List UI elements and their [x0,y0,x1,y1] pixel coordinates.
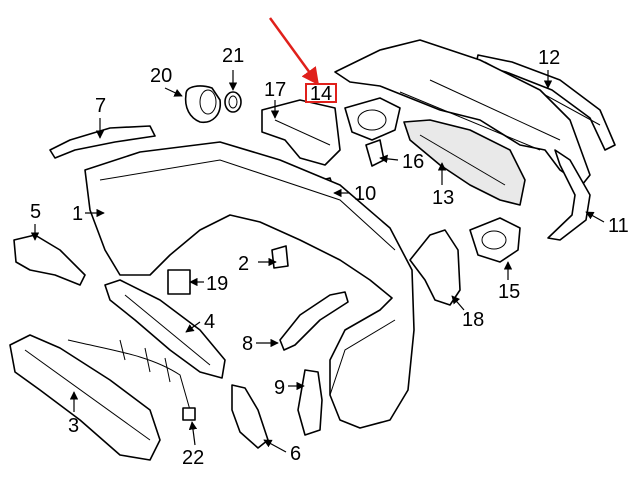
callout-12: 12 [538,47,560,69]
callout-15: 15 [498,281,520,303]
part-18-bracket [409,229,461,306]
part-9-bracket [297,369,323,436]
part-upper-cover [334,39,591,186]
part-3-impact-bar [9,334,161,461]
callout-14: 14 [310,83,332,105]
highlight-box [305,83,337,103]
part-11-bracket [547,149,591,241]
callout-11: 11 [608,215,629,237]
callout-8: 8 [242,333,253,355]
callout-19: 19 [206,273,228,295]
callout-21: 21 [222,45,244,67]
callout-4: 4 [204,311,215,333]
part-15-exhaust-trim [469,217,521,263]
part-19-block [167,269,191,295]
callout-3: 3 [68,415,79,437]
callout-7: 7 [95,95,106,117]
callout-20: 20 [150,65,172,87]
callout-18: 18 [462,309,484,331]
part-6-bracket [231,384,269,449]
part-7-bracket [49,125,156,159]
part-8-bracket [279,291,349,351]
highlight-arrow [268,17,320,86]
callout-17: 17 [264,79,286,101]
part-4-absorber [104,279,226,379]
callout-22: 22 [182,447,204,469]
callout-13: 13 [432,187,454,209]
part-5-bracket [13,234,86,286]
part-13-diffuser [403,119,526,206]
callout-5: 5 [30,201,41,223]
part-22-harness [67,339,196,421]
part-20-sensor [184,85,222,124]
callout-9: 9 [274,377,285,399]
callout-2: 2 [238,253,249,275]
part-14-exhaust-trim [344,97,401,141]
callout-10: 10 [354,183,376,205]
part-17-bracket [261,99,341,166]
part-1-bumper-cover [84,141,415,429]
callout-16: 16 [402,151,424,173]
leader-lines [30,70,605,453]
callout-1: 1 [72,203,83,225]
part-21-ring [224,91,242,113]
part-2-clip [271,245,289,269]
callout-labels: 1 2 3 4 5 6 7 8 9 10 11 12 13 15 16 17 1… [30,45,629,469]
callout-6: 6 [290,443,301,465]
part-16-clip [365,139,385,167]
